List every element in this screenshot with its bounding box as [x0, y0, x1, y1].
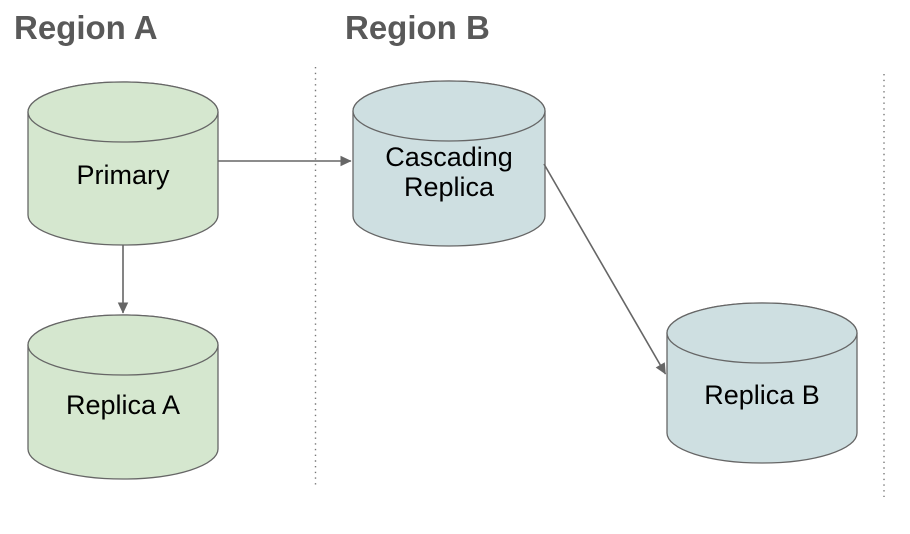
cascading-replica-label-line1: Cascading: [385, 142, 513, 172]
replica-a-node: [27, 314, 219, 480]
primary-cylinder-top: [27, 81, 219, 143]
region-a-title: Region A: [14, 9, 158, 46]
region-b-title: Region B: [345, 9, 490, 46]
cascading-replica-node: [352, 80, 546, 247]
cascading-replica-cylinder-top: [352, 80, 546, 142]
replica-a-cylinder-top: [27, 314, 219, 376]
replica-a-node-label: Replica A: [65, 390, 181, 420]
primary-node-label: Primary: [76, 160, 170, 190]
cascading-replica-node-label: Cascading Replica: [354, 142, 544, 202]
replica-b-cylinder-top: [666, 302, 858, 364]
arrow-cascading-replica-to-replica-b: [543, 163, 667, 375]
cascading-replica-label-line2: Replica: [403, 172, 495, 202]
replica-b-node: [666, 302, 858, 464]
primary-node: [27, 81, 219, 246]
replica-b-node-label: Replica B: [704, 380, 820, 410]
